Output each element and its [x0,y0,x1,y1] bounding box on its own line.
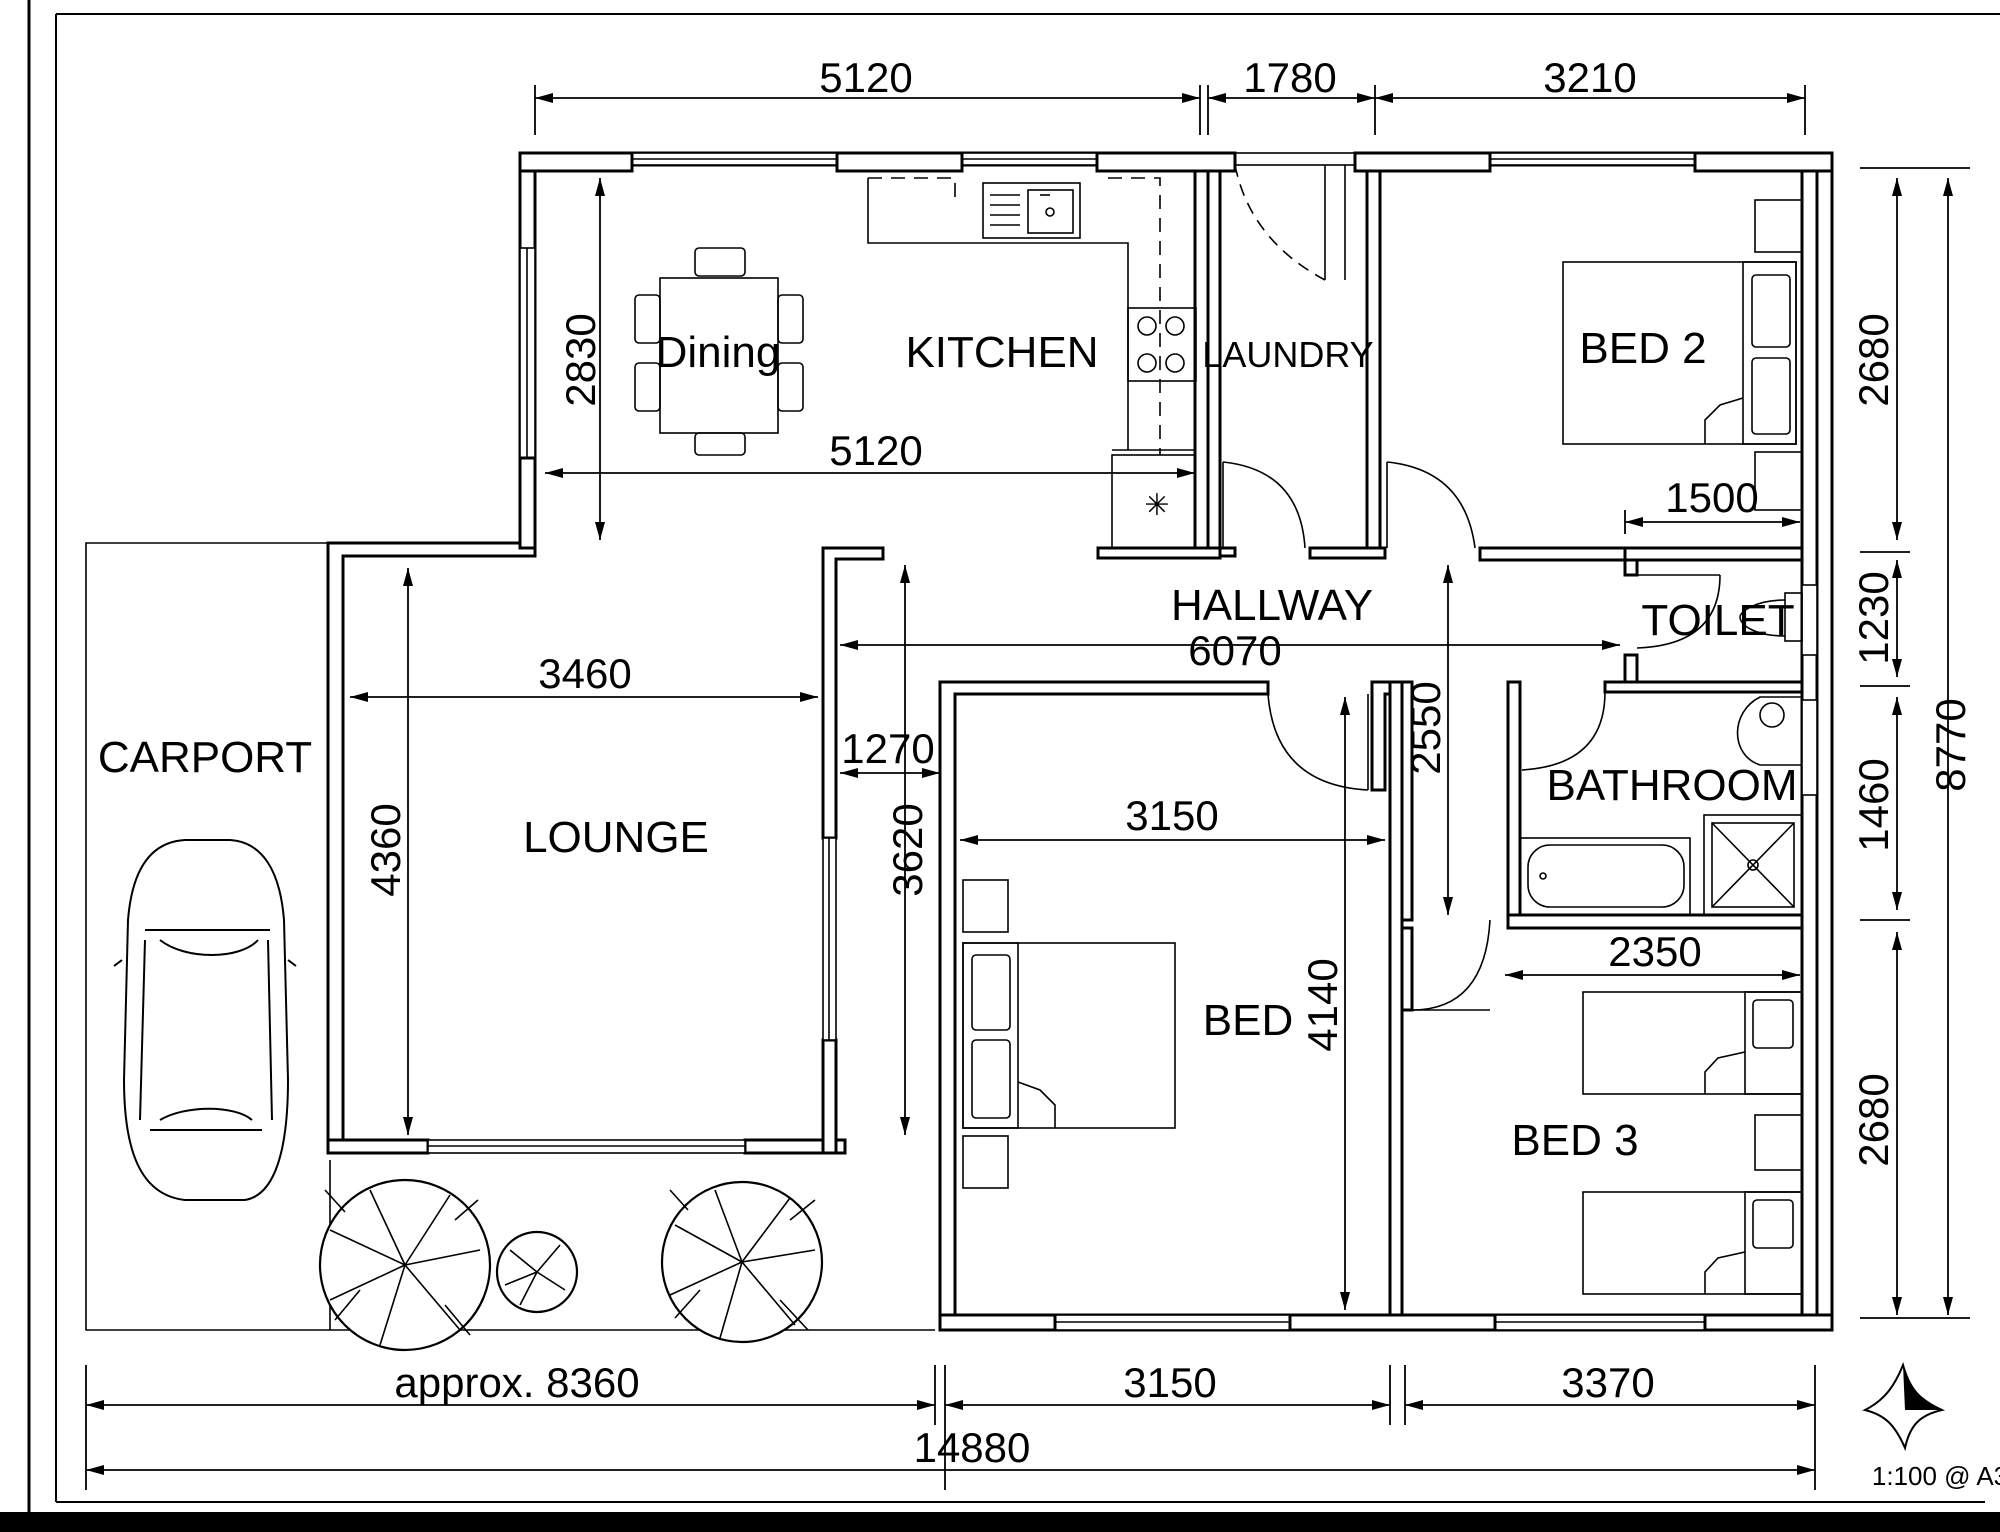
dim-bed2-inner: 1500 [1665,474,1758,521]
room-label-bed2: BED 2 [1579,324,1706,373]
dim-bed3-width: 2350 [1608,928,1701,975]
dim-bed2-depth: 2680 [1850,313,1897,406]
car-icon [113,839,297,1201]
room-label-bed: BED [1203,996,1293,1045]
scale-label: 1:100 @ A3 [1872,1461,2000,1491]
dim-top-bed2: 3210 [1543,54,1636,101]
dim-bottom-left: approx. 8360 [394,1359,639,1406]
dim-bed-width: 3150 [1125,792,1218,839]
dimension-arrows [86,93,1953,1475]
room-label-dining: Dining [656,328,781,377]
dim-bottom-mid: 3150 [1123,1359,1216,1406]
dim-hallway-depth: 2550 [1402,681,1449,774]
room-label-hallway: HALLWAY [1171,581,1373,630]
stove-icon [1127,307,1197,382]
sink-icon [982,182,1081,239]
dim-lounge-width: 3460 [538,650,631,697]
shower-icon [1703,814,1803,916]
dim-lounge-depth: 4360 [362,803,409,896]
dim-toilet-depth: 1230 [1850,571,1897,664]
dim-overall-depth: 8770 [1927,698,1974,791]
bed-icon [1562,199,1803,511]
room-label-laundry: LAUNDRY [1202,334,1373,375]
tree-icon [495,1230,579,1314]
bed-icon [962,879,1176,1189]
dim-kitchen-depth: 2830 [557,313,604,406]
bathtub-icon [1519,837,1691,916]
dim-bottom-right: 3370 [1561,1359,1654,1406]
doors [1222,164,1721,1011]
dim-hallway-width: 1270 [841,725,934,772]
dim-hallway-length: 6070 [1188,627,1281,674]
windows [427,152,1818,1331]
dim-overall-length: 14880 [914,1424,1031,1471]
north-arrow-icon [1862,1361,1946,1452]
room-label-lounge: LOUNGE [523,813,709,862]
dim-bed3-depth: 2680 [1850,1073,1897,1166]
dim-lounge-side: 3620 [884,803,931,896]
room-label-kitchen: KITCHEN [905,328,1098,377]
room-label-carport: CARPORT [98,733,312,782]
toilet-icon [1739,592,1803,642]
bed-icon [1582,991,1803,1295]
basin-icon [1736,696,1802,766]
dim-top-kitchen: 5120 [819,54,912,101]
room-label-toilet: TOILET [1641,596,1794,645]
dim-top-laundry: 1780 [1243,54,1336,101]
tree-icon [660,1180,824,1344]
dining-table [634,247,804,456]
room-label-bathroom: BATHROOM [1547,761,1798,810]
svg-text:✳: ✳ [1144,489,1169,522]
dim-bed-depth: 4140 [1299,958,1346,1051]
dim-bathroom-depth: 1460 [1850,758,1897,851]
tree-icon [318,1178,492,1352]
dimension-lines [85,85,1970,1490]
room-label-bed3: BED 3 [1511,1116,1638,1165]
dim-kitchen-width: 5120 [829,427,922,474]
